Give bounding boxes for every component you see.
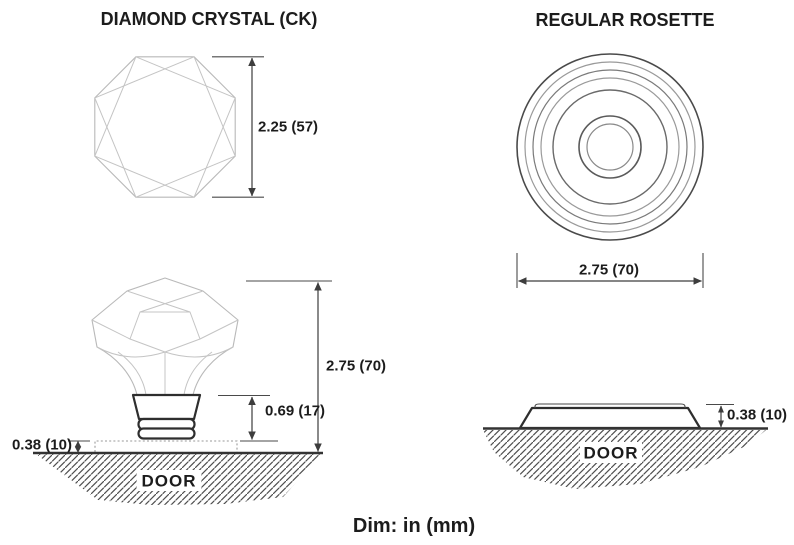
crystal-facet-square-2 xyxy=(94,56,236,198)
shank-height-value: 0.69 (17) xyxy=(265,403,325,420)
diamond-crystal-title: DIAMOND CRYSTAL (CK) xyxy=(101,9,318,29)
crystal-octagon-outline xyxy=(94,56,236,198)
regular-rosette-top-view: 2.75 (70) xyxy=(516,53,704,288)
rosette-diameter-dimension: 2.75 (70) xyxy=(516,253,704,288)
diamond-crystal-top-view: 2.25 (57) xyxy=(94,56,318,198)
shank-height-dimension: 0.69 (17) xyxy=(218,394,325,442)
rosette-height-value-right: 0.38 (10) xyxy=(727,407,787,424)
svg-text:DOOR: DOOR xyxy=(584,444,639,463)
units-note: Dim: in (mm) xyxy=(353,515,475,537)
diamond-crystal-side-view: DOOR 2.75 (70) 0.69 (17) 0.38 (10) xyxy=(12,277,386,505)
overall-height-dimension: 2.75 (70) xyxy=(246,280,386,452)
rosette-height-dimension-left: 0.38 (10) xyxy=(12,437,90,454)
svg-text:DOOR: DOOR xyxy=(142,472,197,491)
knob-diameter-value: 2.25 (57) xyxy=(258,119,318,136)
crystal-head xyxy=(91,277,239,396)
crystal-facet-square-1 xyxy=(94,56,236,198)
overall-height-value: 2.75 (70) xyxy=(326,358,386,375)
rosette-profile-lip xyxy=(534,403,686,408)
door-label-right: DOOR xyxy=(580,442,642,463)
door-label-left: DOOR xyxy=(137,470,201,491)
hidden-rosette-outline xyxy=(94,440,238,452)
rosette-profile xyxy=(518,406,702,430)
rosette-diameter-value: 2.75 (70) xyxy=(579,262,639,279)
rosette-rings xyxy=(516,53,704,241)
rosette-height-dimension-right: 0.38 (10) xyxy=(706,403,787,428)
knob-diameter-dimension: 2.25 (57) xyxy=(212,56,318,198)
regular-rosette-side-view: DOOR 0.38 (10) xyxy=(483,403,787,489)
regular-rosette-title: REGULAR ROSETTE xyxy=(535,10,714,30)
knob-shank xyxy=(131,393,202,440)
rosette-height-value-left: 0.38 (10) xyxy=(12,437,72,454)
